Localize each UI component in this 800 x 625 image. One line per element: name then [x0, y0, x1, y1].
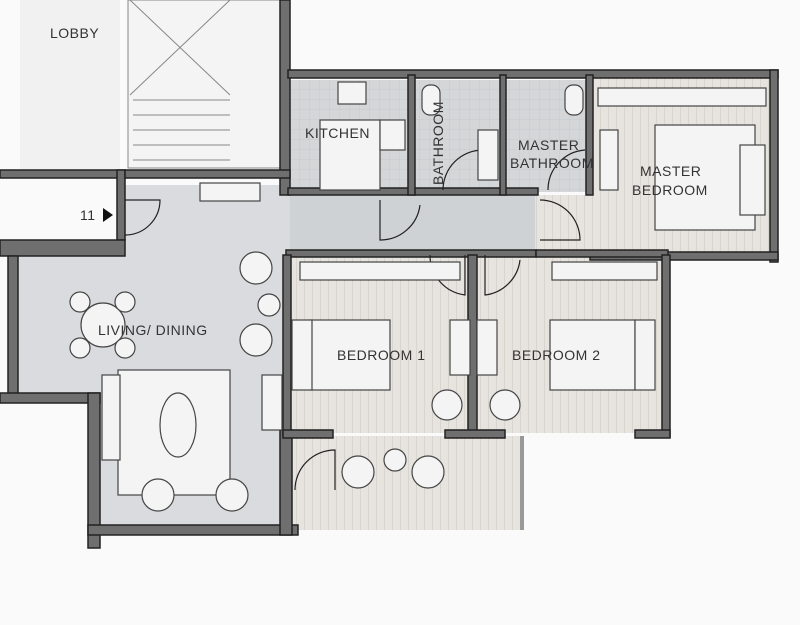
bedroom1-label: BEDROOM 1 [337, 347, 426, 363]
walls [0, 0, 779, 549]
bedroom2-label: BEDROOM 2 [512, 347, 601, 363]
master-bedroom-label-2: BEDROOM [632, 182, 708, 198]
bathroom-label: BATHROOM [430, 101, 446, 185]
unit-marker: 11 [80, 207, 113, 223]
master-bathroom-label-2: BATHROOM [510, 155, 594, 171]
kitchen-label: KITCHEN [305, 125, 370, 141]
furniture [69, 81, 767, 512]
lobby-area: LOBBY [20, 0, 281, 175]
room-labels: KITCHEN BATHROOM MASTER BATHROOM MASTER … [98, 101, 708, 363]
master-bathroom-label-1: MASTER [518, 137, 579, 153]
master-bedroom-label-1: MASTER [640, 163, 701, 179]
lobby-label: LOBBY [50, 25, 99, 41]
unit-number: 11 [80, 207, 96, 223]
entrance-arrow-icon [103, 208, 113, 222]
living-dining-label: LIVING/ DINING [98, 322, 208, 338]
staircase [127, 0, 281, 169]
